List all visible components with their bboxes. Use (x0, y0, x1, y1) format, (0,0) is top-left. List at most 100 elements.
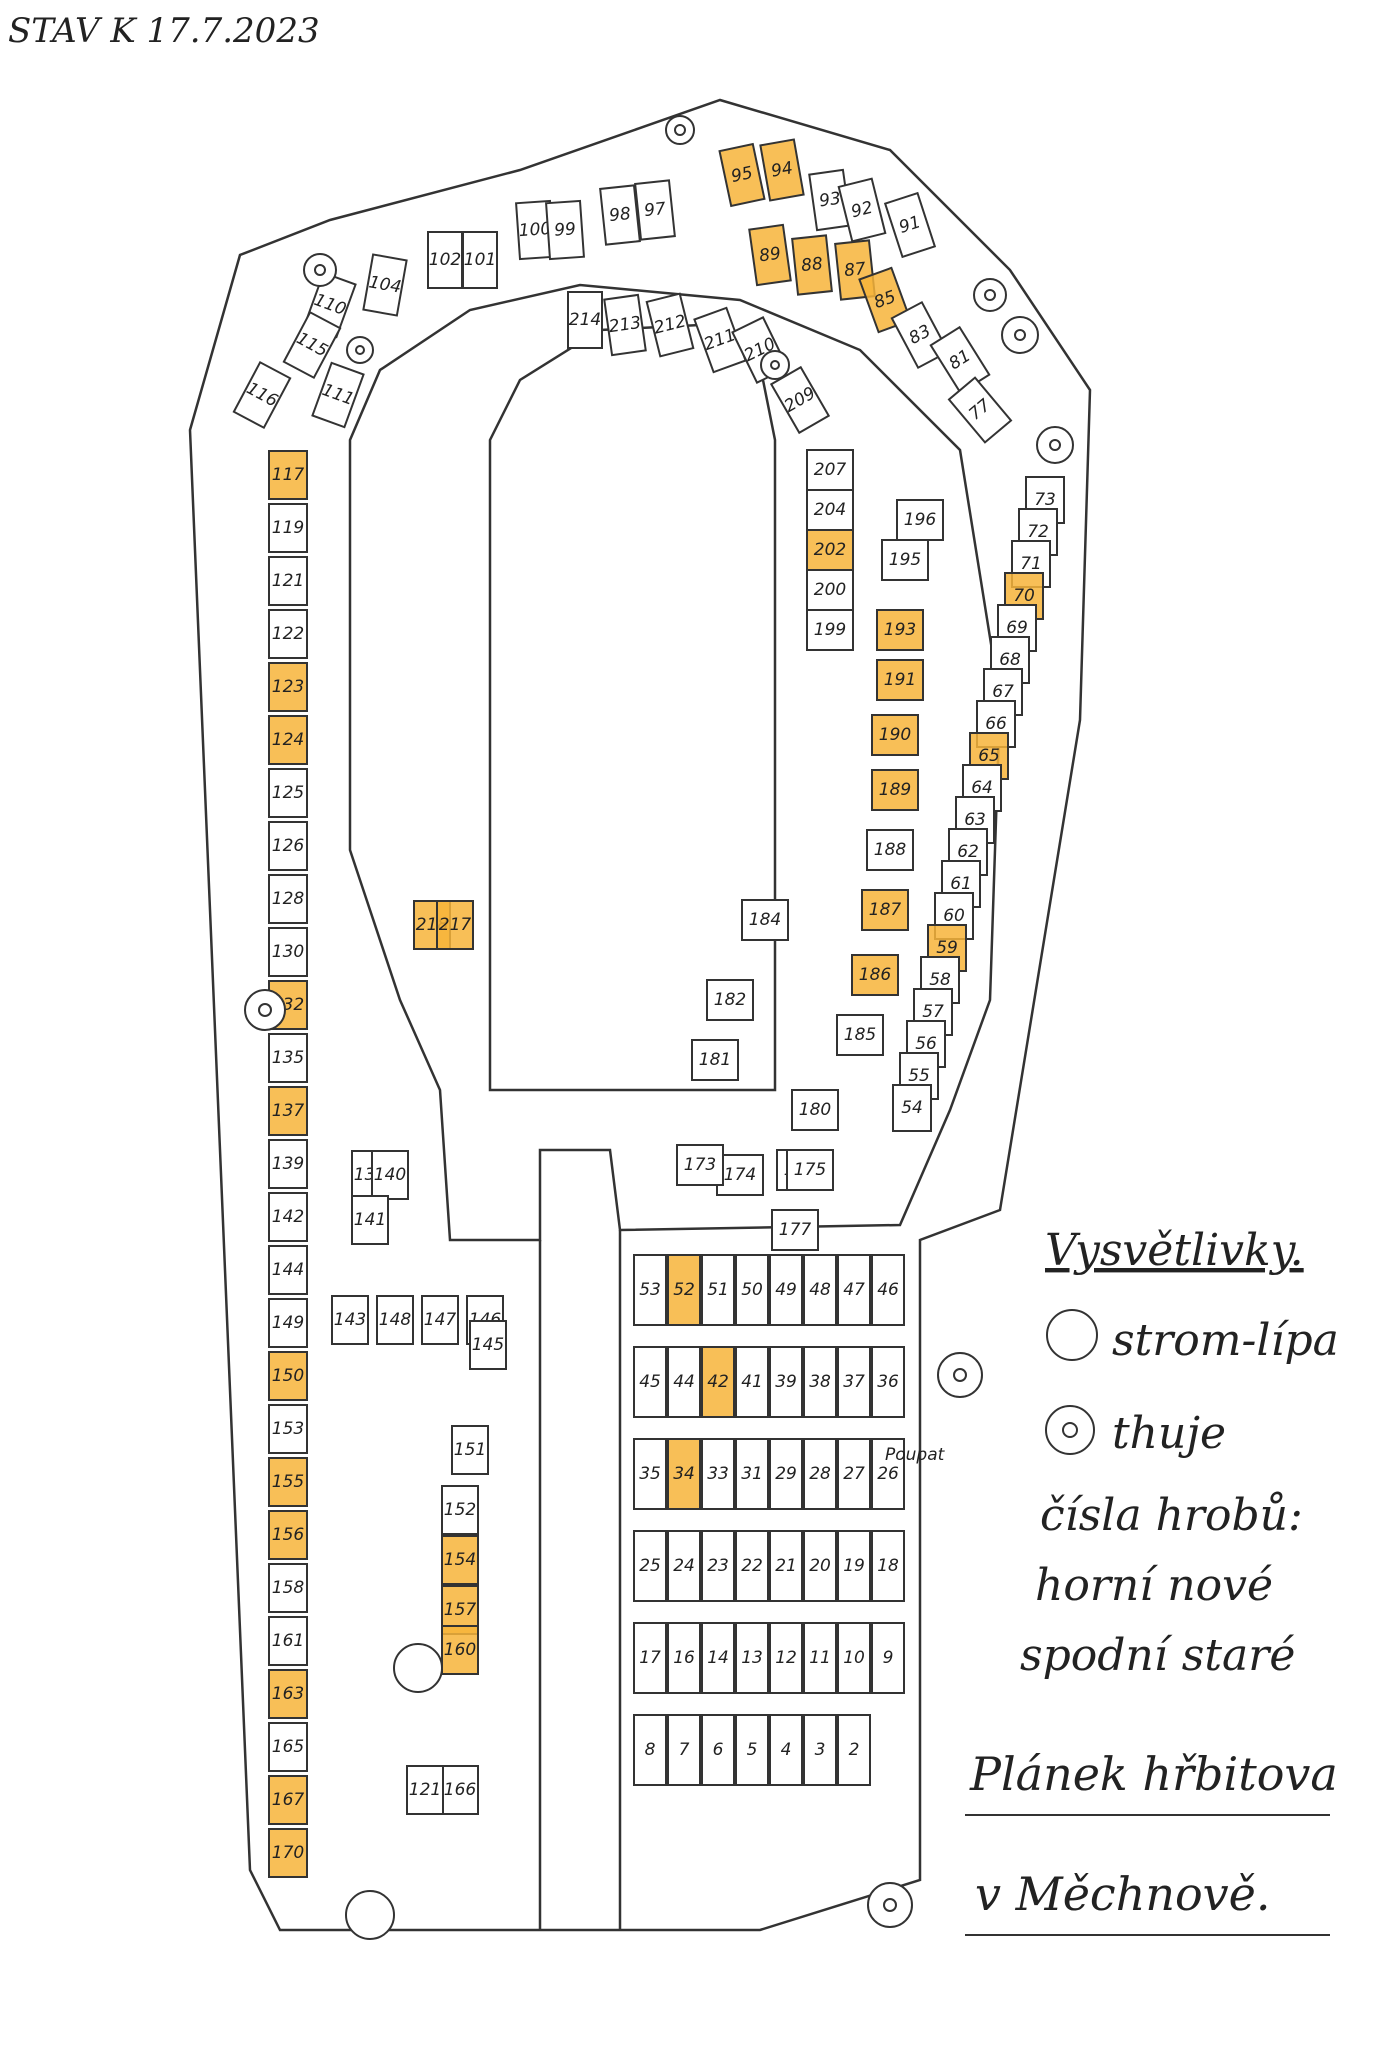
grave-plot-207[interactable]: 207 (806, 449, 854, 491)
grave-plot-23[interactable]: 23 (701, 1530, 735, 1602)
grave-plot-102[interactable]: 102 (427, 231, 463, 289)
grave-plot-185[interactable]: 185 (836, 1014, 884, 1056)
grave-plot-25[interactable]: 25 (633, 1530, 667, 1602)
grave-plot-212[interactable]: 212 (645, 292, 695, 358)
grave-plot-44[interactable]: 44 (667, 1346, 701, 1418)
grave-plot-35[interactable]: 35 (633, 1438, 667, 1510)
grave-plot-158[interactable]: 158 (268, 1563, 308, 1613)
grave-plot-152[interactable]: 152 (441, 1485, 479, 1535)
grave-plot-11[interactable]: 11 (803, 1622, 837, 1694)
grave-plot-26[interactable]: 26 (871, 1438, 905, 1510)
grave-plot-184[interactable]: 184 (741, 899, 789, 941)
grave-plot-204[interactable]: 204 (806, 489, 854, 531)
grave-plot-145[interactable]: 145 (469, 1320, 507, 1370)
grave-plot-125[interactable]: 125 (268, 768, 308, 818)
grave-plot-45[interactable]: 45 (633, 1346, 667, 1418)
grave-plot-150[interactable]: 150 (268, 1351, 308, 1401)
grave-plot-188[interactable]: 188 (866, 829, 914, 871)
grave-plot-22[interactable]: 22 (735, 1530, 769, 1602)
grave-plot-48[interactable]: 48 (803, 1254, 837, 1326)
grave-plot-99[interactable]: 99 (545, 199, 585, 261)
grave-plot-195[interactable]: 195 (881, 539, 929, 581)
grave-plot-141[interactable]: 141 (351, 1195, 389, 1245)
grave-plot-34[interactable]: 34 (667, 1438, 701, 1510)
grave-plot-89[interactable]: 89 (748, 223, 792, 287)
grave-plot-140[interactable]: 140 (371, 1150, 409, 1200)
grave-plot-52[interactable]: 52 (667, 1254, 701, 1326)
grave-plot-166[interactable]: 166 (441, 1765, 479, 1815)
grave-plot-41[interactable]: 41 (735, 1346, 769, 1418)
grave-plot-36[interactable]: 36 (871, 1346, 905, 1418)
grave-plot-31[interactable]: 31 (735, 1438, 769, 1510)
grave-plot-14[interactable]: 14 (701, 1622, 735, 1694)
grave-plot-119[interactable]: 119 (268, 503, 308, 553)
grave-plot-98[interactable]: 98 (599, 184, 641, 246)
grave-plot-100[interactable]: 100 (515, 199, 555, 261)
grave-plot-161[interactable]: 161 (268, 1616, 308, 1666)
grave-plot-165[interactable]: 165 (268, 1722, 308, 1772)
grave-plot-92[interactable]: 92 (837, 177, 887, 243)
grave-plot-142[interactable]: 142 (268, 1192, 308, 1242)
grave-plot-126[interactable]: 126 (268, 821, 308, 871)
grave-plot-6[interactable]: 6 (701, 1714, 735, 1786)
grave-plot-8[interactable]: 8 (633, 1714, 667, 1786)
grave-plot-130[interactable]: 130 (268, 927, 308, 977)
grave-plot-122[interactable]: 122 (268, 609, 308, 659)
grave-plot-17[interactable]: 17 (633, 1622, 667, 1694)
grave-plot-47[interactable]: 47 (837, 1254, 871, 1326)
grave-plot-186[interactable]: 186 (851, 954, 899, 996)
grave-plot-177[interactable]: 177 (771, 1209, 819, 1251)
grave-plot-175[interactable]: 175 (786, 1149, 834, 1191)
grave-plot-10[interactable]: 10 (837, 1622, 871, 1694)
grave-plot-163[interactable]: 163 (268, 1669, 308, 1719)
grave-plot-104[interactable]: 104 (362, 253, 408, 317)
grave-plot-135[interactable]: 135 (268, 1033, 308, 1083)
grave-plot-147[interactable]: 147 (421, 1295, 459, 1345)
grave-plot-187[interactable]: 187 (861, 889, 909, 931)
grave-plot-20[interactable]: 20 (803, 1530, 837, 1602)
grave-plot-173[interactable]: 173 (676, 1144, 724, 1186)
grave-plot-202[interactable]: 202 (806, 529, 854, 571)
grave-plot-2[interactable]: 2 (837, 1714, 871, 1786)
grave-plot-28[interactable]: 28 (803, 1438, 837, 1510)
grave-plot-144[interactable]: 144 (268, 1245, 308, 1295)
grave-plot-115[interactable]: 115 (282, 310, 342, 380)
grave-plot-193[interactable]: 193 (876, 609, 924, 651)
grave-plot-214[interactable]: 214 (567, 291, 603, 349)
grave-plot-33[interactable]: 33 (701, 1438, 735, 1510)
grave-plot-217[interactable]: 217 (436, 900, 474, 950)
grave-plot-154[interactable]: 154 (441, 1535, 479, 1585)
grave-plot-97[interactable]: 97 (634, 179, 676, 241)
grave-plot-81[interactable]: 81 (929, 325, 991, 395)
grave-plot-95[interactable]: 95 (718, 142, 766, 208)
grave-plot-38[interactable]: 38 (803, 1346, 837, 1418)
grave-plot-21[interactable]: 21 (769, 1530, 803, 1602)
grave-plot-91[interactable]: 91 (883, 191, 937, 259)
grave-plot-160[interactable]: 160 (441, 1625, 479, 1675)
grave-plot-151[interactable]: 151 (451, 1425, 489, 1475)
grave-plot-124[interactable]: 124 (268, 715, 308, 765)
grave-plot-156[interactable]: 156 (268, 1510, 308, 1560)
grave-plot-196[interactable]: 196 (896, 499, 944, 541)
grave-plot-182[interactable]: 182 (706, 979, 754, 1021)
grave-plot-29[interactable]: 29 (769, 1438, 803, 1510)
grave-plot-180[interactable]: 180 (791, 1089, 839, 1131)
grave-plot-181[interactable]: 181 (691, 1039, 739, 1081)
grave-plot-167[interactable]: 167 (268, 1775, 308, 1825)
grave-plot-3[interactable]: 3 (803, 1714, 837, 1786)
grave-plot-53[interactable]: 53 (633, 1254, 667, 1326)
grave-plot-19[interactable]: 19 (837, 1530, 871, 1602)
grave-plot-200[interactable]: 200 (806, 569, 854, 611)
grave-plot-9[interactable]: 9 (871, 1622, 905, 1694)
grave-plot-7[interactable]: 7 (667, 1714, 701, 1786)
grave-plot-24[interactable]: 24 (667, 1530, 701, 1602)
grave-plot-149[interactable]: 149 (268, 1298, 308, 1348)
grave-plot-199[interactable]: 199 (806, 609, 854, 651)
grave-plot-143[interactable]: 143 (331, 1295, 369, 1345)
grave-plot-12[interactable]: 12 (769, 1622, 803, 1694)
grave-plot-137[interactable]: 137 (268, 1086, 308, 1136)
grave-plot-42[interactable]: 42 (701, 1346, 735, 1418)
grave-plot-174[interactable]: 174 (716, 1154, 764, 1196)
grave-plot-117[interactable]: 117 (268, 450, 308, 500)
grave-plot-116[interactable]: 116 (232, 360, 292, 430)
